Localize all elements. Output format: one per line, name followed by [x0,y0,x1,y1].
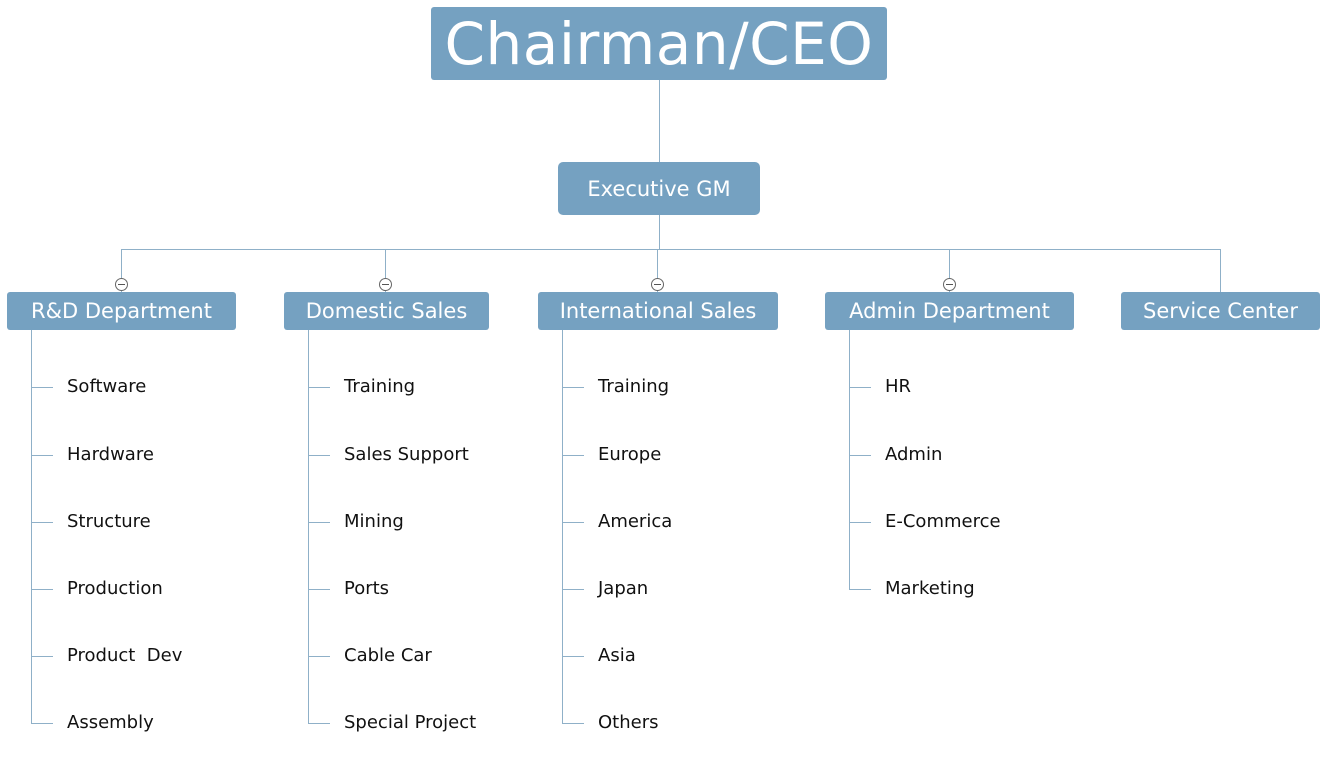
connector-leaf-international-sales-0 [562,387,584,388]
connector-leaf-international-sales-2 [562,522,584,523]
department-node-international-sales[interactable]: International Sales [538,292,778,330]
connector-leaf-randd-department-4 [31,656,53,657]
connector-leaf-domestic-sales-1 [308,455,330,456]
minus-circle-icon[interactable] [943,278,956,291]
connector-leaf-international-sales-4 [562,656,584,657]
minus-circle-icon[interactable] [115,278,128,291]
connector-bus-domestic-sales [385,249,386,292]
leaf-node-ports[interactable]: Ports [344,578,390,599]
department-node-admin-department[interactable]: Admin Department [825,292,1074,330]
leaf-node-product-dev[interactable]: Product Dev [67,645,183,666]
connector-leaf-domestic-sales-2 [308,522,330,523]
connector-leaf-domestic-sales-3 [308,589,330,590]
root-node-chairman-ceo[interactable]: Chairman/CEO [431,7,887,80]
leaf-node-japan[interactable]: Japan [598,578,649,599]
leaf-node-cable-car[interactable]: Cable Car [344,645,432,666]
leaf-node-software[interactable]: Software [67,376,147,397]
connector-tree-admin-department [849,330,850,589]
leaf-node-others[interactable]: Others [598,712,659,733]
leaf-node-training[interactable]: Training [344,376,416,397]
connector-leaf-admin-department-2 [849,522,871,523]
department-node-domestic-sales[interactable]: Domestic Sales [284,292,489,330]
connector-leaf-domestic-sales-5 [308,723,330,724]
connector-tree-international-sales [562,330,563,723]
leaf-node-europe[interactable]: Europe [598,444,662,465]
leaf-node-asia[interactable]: Asia [598,645,636,666]
leaf-node-admin[interactable]: Admin [885,444,943,465]
leaf-node-special-project[interactable]: Special Project [344,712,477,733]
leaf-node-training[interactable]: Training [598,376,670,397]
connector-leaf-admin-department-0 [849,387,871,388]
leaf-node-assembly[interactable]: Assembly [67,712,154,733]
connector-leaf-international-sales-3 [562,589,584,590]
connector-tree-domestic-sales [308,330,309,723]
department-node-service-center[interactable]: Service Center [1121,292,1320,330]
connector-leaf-randd-department-0 [31,387,53,388]
connector-leaf-international-sales-5 [562,723,584,724]
connector-bus-international-sales [657,249,658,292]
leaf-node-e-commerce[interactable]: E-Commerce [885,511,1001,532]
connector-leaf-randd-department-1 [31,455,53,456]
connector-executive-bus [659,215,660,249]
leaf-node-mining[interactable]: Mining [344,511,404,532]
connector-horizontal-bus [121,249,1221,250]
department-node-randd-department[interactable]: R&D Department [7,292,236,330]
connector-leaf-admin-department-1 [849,455,871,456]
connector-leaf-randd-department-2 [31,522,53,523]
leaf-node-marketing[interactable]: Marketing [885,578,975,599]
leaf-node-structure[interactable]: Structure [67,511,151,532]
connector-leaf-domestic-sales-0 [308,387,330,388]
connector-leaf-admin-department-3 [849,589,871,590]
minus-circle-icon[interactable] [379,278,392,291]
connector-bus-randd-department [121,249,122,292]
connector-bus-service-center [1220,249,1221,292]
leaf-node-america[interactable]: America [598,511,673,532]
connector-leaf-international-sales-1 [562,455,584,456]
leaf-node-sales-support[interactable]: Sales Support [344,444,469,465]
executive-gm-node[interactable]: Executive GM [558,162,760,215]
connector-leaf-domestic-sales-4 [308,656,330,657]
leaf-node-hardware[interactable]: Hardware [67,444,154,465]
connector-leaf-randd-department-5 [31,723,53,724]
connector-bus-admin-department [949,249,950,292]
connector-root-executive [659,80,660,162]
connector-leaf-randd-department-3 [31,589,53,590]
leaf-node-hr[interactable]: HR [885,376,912,397]
minus-circle-icon[interactable] [651,278,664,291]
connector-tree-randd-department [31,330,32,723]
leaf-node-production[interactable]: Production [67,578,163,599]
